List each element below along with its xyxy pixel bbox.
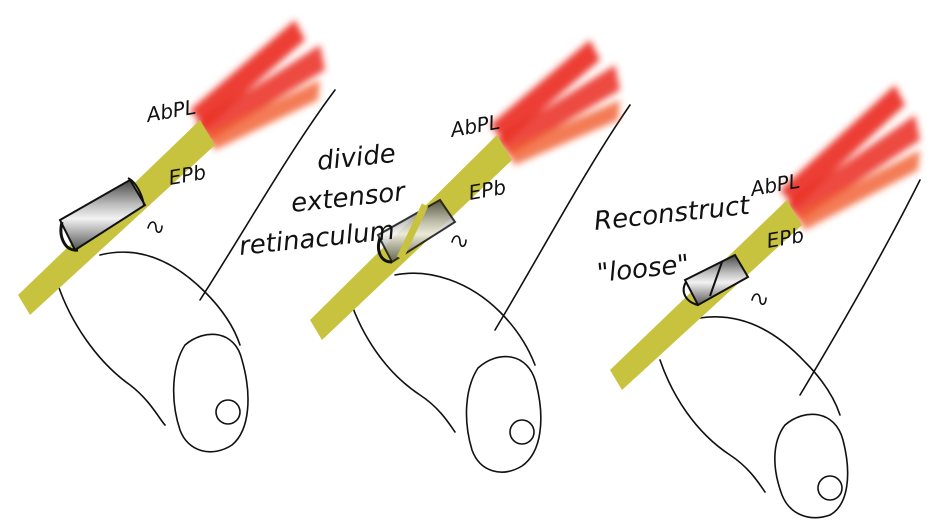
hand-outline [58, 252, 240, 425]
thumb-nail [818, 476, 842, 500]
label-epb: EPb [765, 223, 806, 253]
muscle-fibers [190, 20, 325, 150]
label-epb: EPb [167, 160, 208, 190]
thumb-nail [510, 420, 534, 444]
thumb-outline [174, 334, 248, 452]
label-epb: EPb [467, 175, 508, 205]
annotation-line-2: extensor [290, 177, 409, 219]
muscle-fibers [780, 85, 920, 230]
annotation-line-1: Reconstruct [593, 191, 752, 237]
annotation-line-1: divide [316, 139, 398, 177]
nerve-squiggle [148, 222, 162, 232]
hand-outline [660, 317, 840, 492]
label-abpl: AbPL [447, 110, 502, 143]
annotation-line-2: "loose" [596, 249, 691, 289]
annotation-line-3: retinaculum [238, 216, 397, 262]
nerve-squiggle [452, 236, 466, 246]
nerve-squiggle [752, 294, 766, 304]
panel-3: AbPL EPb Reconstruct "loose" [593, 85, 920, 518]
thumb-outline [466, 357, 540, 473]
label-abpl: AbPL [143, 95, 198, 128]
thumb-nail [216, 400, 240, 424]
muscle-fibers [490, 40, 620, 165]
hand-outline [350, 273, 535, 432]
thumb-outline [775, 414, 848, 517]
